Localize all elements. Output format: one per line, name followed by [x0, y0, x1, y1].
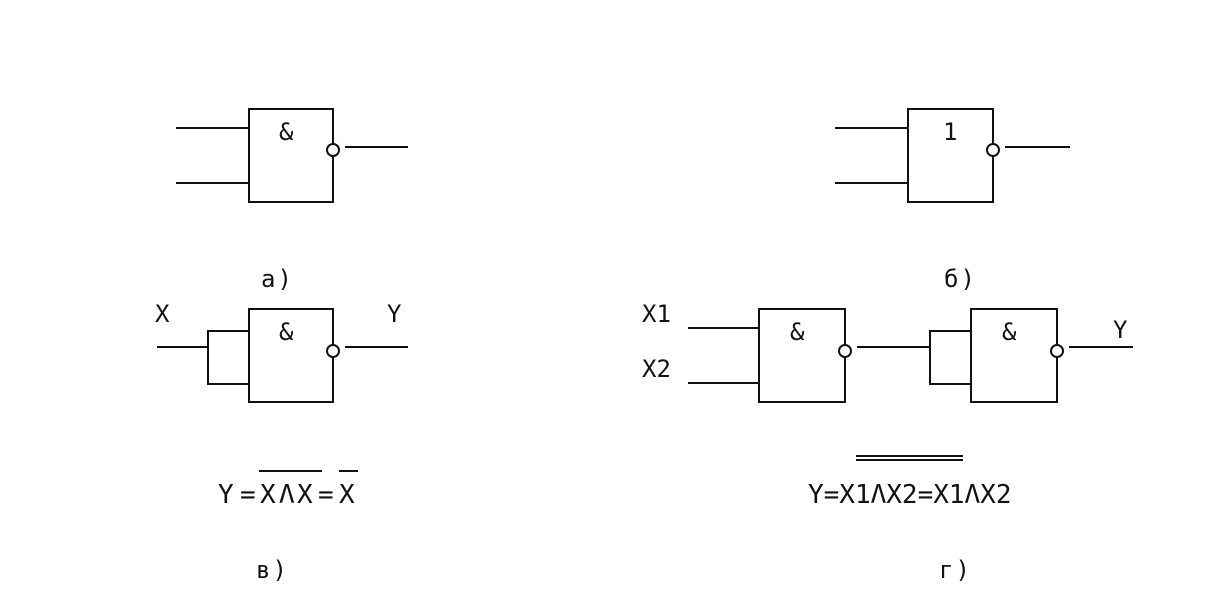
caption-b: б)	[944, 265, 977, 293]
caption-v: в)	[256, 556, 289, 584]
formula-eq2: =	[318, 480, 334, 510]
input-tie-bracket	[207, 330, 249, 385]
formula-rhs-x: X	[339, 480, 355, 510]
input-label-x1: X1	[642, 300, 671, 328]
gate-2-inversion-bubble	[1050, 344, 1064, 358]
formula-v: Y = X Λ X = X	[218, 470, 358, 510]
diagram-b-nor-gate: 1	[835, 108, 1070, 203]
input-tie-bracket	[929, 330, 971, 385]
diagram-g-nand-chain: X1 X2 & & Y	[642, 300, 1133, 403]
gate-and-symbol: &	[279, 318, 294, 346]
caption-g: г)	[939, 556, 972, 584]
inversion-bubble	[326, 143, 340, 157]
gate-and-symbol: &	[279, 118, 294, 146]
caption-a: а)	[261, 265, 294, 293]
formula-lhs-x1: X	[260, 480, 276, 510]
diagram-v-nand-inverter: X Y &	[155, 300, 408, 403]
gate-1-inversion-bubble	[838, 344, 852, 358]
formula-lhs-x2: X	[297, 480, 313, 510]
formula-g: Y=X1ΛX2=X1ΛX2	[808, 455, 1012, 510]
formula-op: Λ	[279, 480, 295, 510]
formula-eq1: =	[240, 480, 256, 510]
formula-y: Y	[218, 480, 234, 510]
diagram-a-nand-gate: &	[176, 108, 408, 203]
inversion-bubble	[326, 344, 340, 358]
input-label-x2: X2	[642, 355, 671, 383]
formula-text: Y=X1ΛX2=X1ΛX2	[808, 480, 1012, 510]
gate-2-and-symbol: &	[1002, 318, 1017, 346]
inversion-bubble	[986, 143, 1000, 157]
input-label-x: X	[155, 300, 170, 328]
gate-or-symbol: 1	[943, 118, 957, 146]
output-label-y: Y	[387, 300, 402, 328]
output-label-y: Y	[1113, 316, 1128, 344]
gate-1-and-symbol: &	[790, 318, 805, 346]
